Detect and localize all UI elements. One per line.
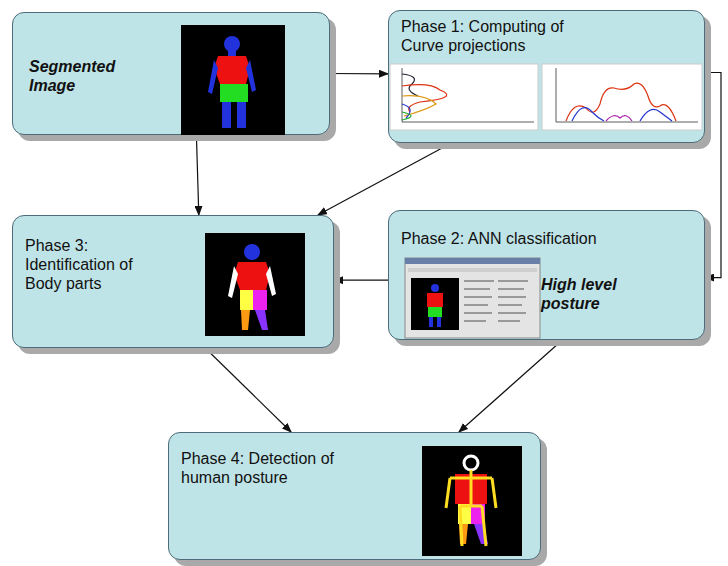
box-label: Phase 4: Detection of human posture	[181, 449, 361, 487]
connector-arrow	[705, 73, 721, 278]
connector-arrow	[459, 340, 563, 432]
curve-projection-charts	[390, 64, 702, 130]
connector-arrow	[205, 348, 291, 432]
box-label: Segmented Image	[29, 57, 159, 95]
connector-arrow	[334, 280, 388, 281]
box-label: Phase 2: ANN classification	[401, 229, 691, 248]
process-box: Phase 2: ANN classificationHigh level po…	[388, 210, 705, 340]
body-parts-image	[205, 233, 305, 336]
segmented-image	[181, 25, 285, 135]
posture-skeleton-image	[422, 446, 522, 556]
process-box: Phase 1: Computing of Curve projections	[388, 10, 705, 143]
output-box: Phase 4: Detection of human posture	[168, 432, 541, 560]
box-label: Phase 1: Computing of Curve projections	[401, 17, 591, 55]
connector-arrow	[196, 135, 198, 215]
ann-software-screenshot	[405, 258, 540, 338]
process-box: Phase 3: Identification of Body parts	[12, 215, 334, 348]
box-label: Phase 3: Identification of Body parts	[25, 236, 143, 293]
connector-arrow	[318, 143, 452, 215]
connector-arrow	[330, 73, 388, 75]
box-sublabel: High level posture	[541, 275, 651, 313]
input-box: Segmented Image	[12, 12, 330, 135]
